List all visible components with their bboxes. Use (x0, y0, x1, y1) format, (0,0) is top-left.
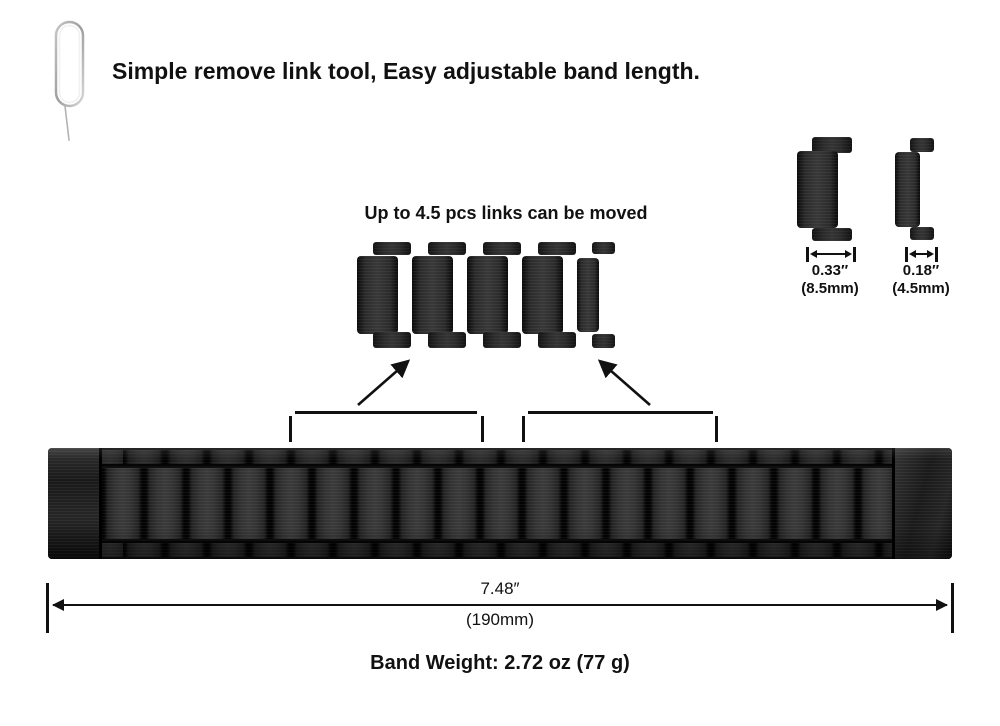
link-body (797, 151, 838, 228)
diagonal-arrow-icons (357, 359, 651, 406)
movable-links-caption: Up to 4.5 pcs links can be moved (364, 203, 648, 223)
half-link-inches-label: 0.18″ (902, 262, 940, 279)
arrow-up-right-icon (357, 359, 411, 406)
link-connector-top (373, 242, 411, 255)
bracket-left-line (295, 411, 477, 414)
link-connector-bottom (428, 332, 466, 348)
page-title: Simple remove link tool, Easy adjustable… (112, 58, 700, 84)
measure-line (812, 253, 850, 255)
band-bottom-row (102, 541, 892, 557)
link-connector-bottom (373, 332, 411, 348)
link-unit (467, 242, 522, 348)
band-links (102, 450, 892, 557)
band-weight-label: Band Weight: 2.72 oz (77 g) (370, 652, 630, 674)
arrow-right-icon (936, 599, 948, 611)
bracket-right-tick (715, 416, 718, 442)
link-connector-top (910, 138, 934, 152)
full-link-mm-label: (8.5mm) (801, 280, 859, 297)
bracket-right-line (528, 411, 713, 414)
link-connector-bottom (812, 228, 852, 241)
link-connector-bottom (910, 227, 934, 240)
arrow-right-icon (845, 250, 852, 258)
link-unit (357, 242, 412, 348)
link-connector-bottom (592, 334, 615, 348)
band-end-left (48, 448, 102, 559)
link-connector-top (812, 137, 852, 153)
band-length-inches-label: 7.48″ (480, 579, 520, 598)
link-connector-top (592, 242, 615, 254)
arrow-right-icon (927, 250, 934, 258)
link-body (412, 256, 453, 334)
link-body (357, 256, 398, 334)
link-connector-top (538, 242, 576, 255)
arrow-left-icon (909, 250, 916, 258)
bracket-right-tick (522, 416, 525, 442)
band-length-mm-label: (190mm) (465, 610, 534, 629)
link-unit (412, 242, 467, 348)
link-unit (522, 242, 577, 348)
half-link-mm-label: (4.5mm) (892, 280, 950, 297)
link-body (522, 256, 563, 334)
full-link-width-measure (806, 247, 856, 262)
link-connector-bottom (538, 332, 576, 348)
sim-eject-tool-icon (54, 20, 85, 141)
full-link-inches-label: 0.33″ (811, 262, 849, 279)
dimension-line (53, 604, 947, 606)
link-body (467, 256, 508, 334)
arrow-left-icon (810, 250, 817, 258)
measure-line (911, 253, 932, 255)
link-body (895, 152, 920, 227)
band-end-right (892, 448, 952, 559)
half-link-unit (577, 242, 617, 348)
measure-endbar (905, 247, 908, 262)
band-center-row (102, 468, 892, 539)
link-body (577, 258, 599, 332)
bracket-left-tick (481, 416, 484, 442)
link-connector-top (428, 242, 466, 255)
arrow-left-icon (52, 599, 64, 611)
arrow-up-left-icon (597, 359, 651, 406)
half-link-figure (895, 138, 935, 240)
full-link-figure (797, 137, 852, 241)
measure-endbar (806, 247, 809, 262)
link-connector-bottom (483, 332, 521, 348)
measure-endbar (853, 247, 856, 262)
dimension-endbar-left (46, 583, 49, 633)
band-top-row (102, 450, 892, 466)
link-connector-top (483, 242, 521, 255)
measure-endbar (935, 247, 938, 262)
watch-band-image (48, 448, 952, 559)
movable-links-illustration (357, 242, 617, 348)
bracket-left-tick (289, 416, 292, 442)
dimension-endbar-right (951, 583, 954, 633)
half-link-width-measure (905, 247, 938, 262)
